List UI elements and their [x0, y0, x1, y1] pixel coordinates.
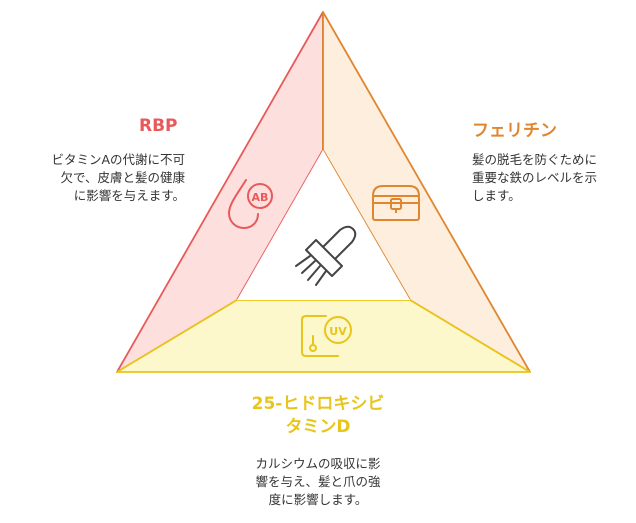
ferritin-description-line: します。 [472, 188, 521, 203]
vitamin-d-title-line: タミンD [285, 417, 351, 437]
treasure-chest-icon [372, 185, 420, 221]
vitamin-d-title: 25-ヒドロキシビ タミンD [218, 393, 418, 439]
vitamin-d-description-line: 響を与え、髪と爪の強 [255, 474, 381, 489]
rbp-description-line: ビタミンAの代謝に不可 [51, 152, 185, 167]
ferritin-description-line: 重要な鉄のレベルを示 [472, 170, 598, 185]
rbp-description: ビタミンAの代謝に不可 欠で、皮膚と髪の健康 に影響を与えます。 [51, 151, 185, 205]
inner-triangle [237, 150, 410, 300]
ferritin-description: 髪の脱毛を防ぐために 重要な鉄のレベルを示 します。 [472, 151, 597, 205]
svg-text:UV: UV [329, 325, 347, 338]
blood-drop-ab-icon: AB [228, 179, 273, 229]
vitamin-d-title-line: 25-ヒドロキシビ [251, 394, 385, 414]
vitamin-d-description-line: カルシウムの吸収に影 [255, 456, 381, 471]
vitamin-d-description: カルシウムの吸収に影 響を与え、髪と爪の強 度に影響します。 [218, 455, 418, 509]
rbp-description-line: に影響を与えます。 [73, 188, 185, 203]
ferritin-description-line: 髪の脱毛を防ぐために [472, 152, 598, 167]
vitamin-d-description-line: 度に影響します。 [268, 492, 368, 507]
rbp-title: RBP [139, 116, 178, 136]
ferritin-title: フェリチン [472, 121, 557, 141]
uv-device-icon: UV [301, 315, 352, 357]
rbp-description-line: 欠で、皮膚と髪の健康 [60, 170, 185, 185]
hair-brush-icon [295, 225, 357, 286]
svg-text:AB: AB [252, 191, 269, 204]
